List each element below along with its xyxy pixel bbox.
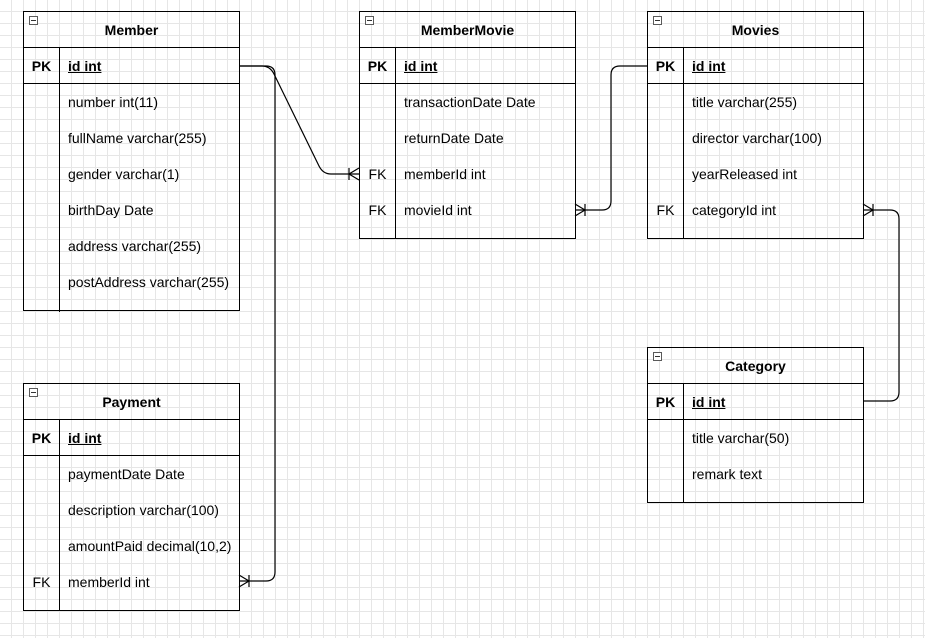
field-row[interactable]: description varchar(100) (68, 502, 219, 518)
field-row[interactable]: number int(11) (68, 94, 159, 110)
field-row[interactable]: categoryId int (692, 202, 777, 218)
field-row[interactable]: paymentDate Date (68, 466, 185, 482)
entity-title: Member (104, 21, 159, 38)
connector-movies-membermovie (575, 65, 647, 211)
primary-key-row[interactable]: PK id int (648, 384, 863, 420)
field-row[interactable]: memberId int (404, 166, 486, 182)
primary-key-field: id int (692, 57, 726, 74)
primary-key-field: id int (68, 429, 102, 446)
key-label (24, 264, 59, 300)
entity-header: Payment (24, 384, 239, 420)
key-label: FK (368, 202, 387, 218)
key-label: PK (655, 394, 676, 410)
fields-body: FK paymentDate Date description varchar(… (24, 456, 239, 610)
key-label (648, 120, 683, 156)
fields-body: number int(11) fullName varchar(255) gen… (24, 84, 239, 312)
collapse-icon[interactable] (653, 16, 662, 25)
key-label (24, 120, 59, 156)
key-label (360, 120, 395, 156)
field-row[interactable]: title varchar(50) (692, 430, 790, 446)
key-label: FK (368, 166, 387, 182)
key-label (648, 84, 683, 120)
key-label (24, 156, 59, 192)
key-label (648, 156, 683, 192)
key-label: PK (31, 58, 52, 74)
connector-category-movies (863, 209, 900, 402)
key-label: PK (367, 58, 388, 74)
entity-header: Member (24, 12, 239, 48)
primary-key-field: id int (692, 393, 726, 410)
primary-key-row[interactable]: PK id int (24, 420, 239, 456)
field-row[interactable]: birthDay Date (68, 202, 154, 218)
fields-body: title varchar(50) remark text (648, 420, 863, 502)
entity-category[interactable]: Category PK id int title varchar(50) rem… (647, 347, 864, 503)
entity-header: Category (648, 348, 863, 384)
field-row[interactable]: title varchar(255) (692, 94, 798, 110)
crowfoot-payment-memberid (238, 574, 251, 588)
field-row[interactable]: remark text (692, 466, 763, 482)
entity-header: MemberMovie (360, 12, 575, 48)
field-row[interactable]: yearReleased int (692, 166, 798, 182)
key-label (24, 228, 59, 264)
fields-body: FK title varchar(255) director varchar(1… (648, 84, 863, 238)
fields-body: FK FK transactionDate Date returnDate Da… (360, 84, 575, 238)
key-label: FK (32, 574, 51, 590)
field-row[interactable]: movieId int (404, 202, 472, 218)
connector-member-payment (239, 65, 276, 582)
field-row[interactable]: amountPaid decimal(10,2) (68, 538, 232, 554)
primary-key-row[interactable]: PK id int (360, 48, 575, 84)
field-row[interactable]: fullName varchar(255) (68, 130, 207, 146)
primary-key-field: id int (404, 57, 438, 74)
entity-payment[interactable]: Payment PK id int FK paymentDate Date de… (23, 383, 240, 611)
field-row[interactable]: memberId int (68, 574, 150, 590)
collapse-icon[interactable] (365, 16, 374, 25)
crowfoot-movies-categoryid (862, 203, 875, 217)
entity-title: MemberMovie (420, 21, 515, 38)
collapse-icon[interactable] (29, 388, 38, 397)
entity-membermovie[interactable]: MemberMovie PK id int FK FK transactionD… (359, 11, 576, 239)
field-row[interactable]: transactionDate Date (404, 94, 536, 110)
entity-title: Movies (731, 21, 780, 38)
primary-key-row[interactable]: PK id int (648, 48, 863, 84)
field-row[interactable]: postAddress varchar(255) (68, 274, 230, 290)
field-row[interactable]: returnDate Date (404, 130, 504, 146)
entity-member[interactable]: Member PK id int number int(11) fullName… (23, 11, 240, 312)
field-row[interactable]: gender varchar(1) (68, 166, 180, 182)
connector-member-membermovie (239, 65, 359, 175)
crowfoot-membermovie-movieid (574, 203, 587, 217)
key-label (648, 456, 683, 492)
key-label (648, 420, 683, 456)
primary-key-field: id int (68, 57, 102, 74)
key-label (24, 456, 59, 492)
field-row[interactable]: address varchar(255) (68, 238, 202, 254)
collapse-icon[interactable] (29, 16, 38, 25)
key-label: PK (31, 430, 52, 446)
crowfoot-membermovie-memberid (347, 167, 360, 181)
key-label: FK (656, 202, 675, 218)
entity-title: Payment (102, 393, 161, 410)
key-label (24, 492, 59, 528)
entity-header: Movies (648, 12, 863, 48)
key-label (24, 84, 59, 120)
key-label (24, 528, 59, 564)
key-label: PK (655, 58, 676, 74)
field-row[interactable]: director varchar(100) (692, 130, 822, 146)
collapse-icon[interactable] (653, 352, 662, 361)
primary-key-row[interactable]: PK id int (24, 48, 239, 84)
key-label (360, 84, 395, 120)
entity-movies[interactable]: Movies PK id int FK title varchar(255) d… (647, 11, 864, 239)
key-label (24, 192, 59, 228)
entity-title: Category (725, 357, 786, 374)
